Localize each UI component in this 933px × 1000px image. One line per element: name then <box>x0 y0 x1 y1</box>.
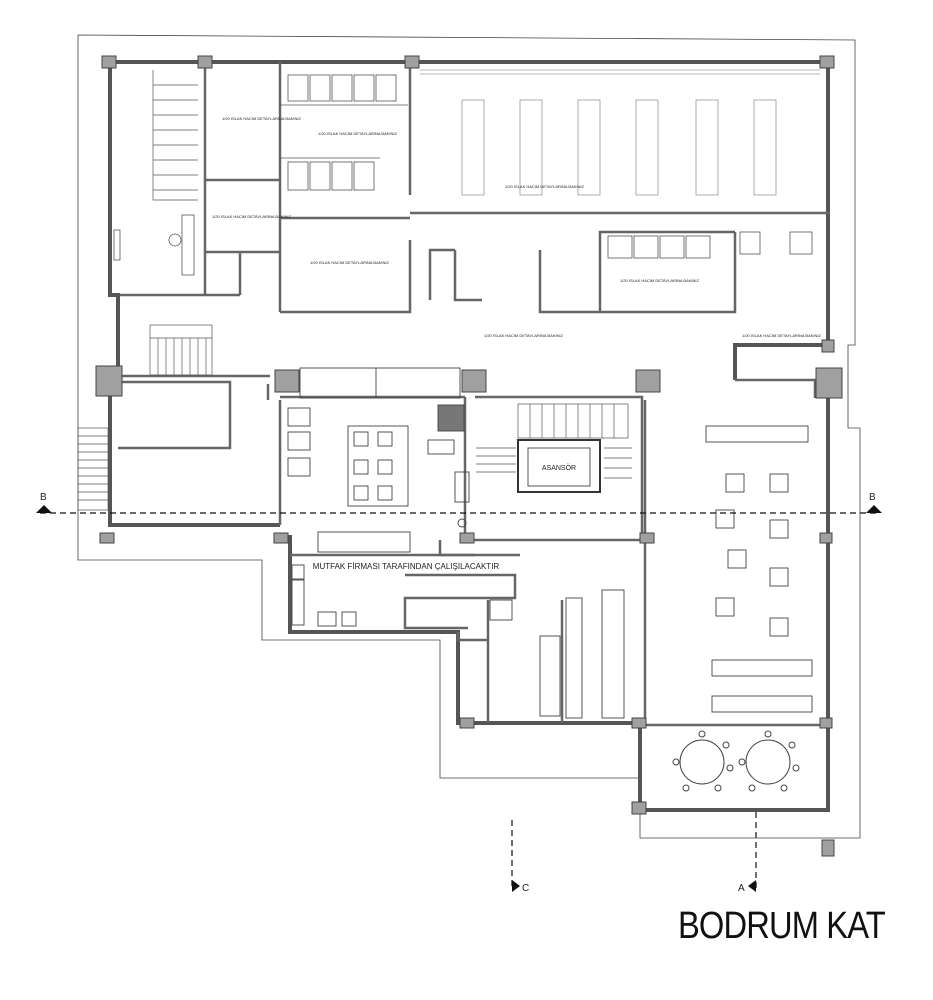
detail-note: 1/20 ISLAK HACIM DETAYLARINA BAKINIZ <box>742 333 822 338</box>
kitchen-equipment <box>287 367 625 719</box>
section-mark-a: A <box>738 883 745 894</box>
section-line-c: C <box>511 820 529 894</box>
dining-tables-round <box>672 730 800 792</box>
elevator: ASANSÖR <box>517 439 601 493</box>
floor-title: BODRUM KAT <box>678 905 886 947</box>
detail-note: 1/20 ISLAK HACIM DETAYLARINA BAKINIZ <box>620 278 700 283</box>
section-line-a: A <box>738 812 757 894</box>
office-furniture <box>113 214 195 276</box>
inner-walls <box>118 62 830 727</box>
outer-walls <box>108 60 830 812</box>
detail-note: 1/20 ISLAK HACIM DETAYLARINA BAKINIZ <box>484 333 564 338</box>
dining-tables-square <box>705 425 813 713</box>
stair-upper-left <box>152 70 198 201</box>
section-mark-b-left: B <box>40 492 47 503</box>
detail-note: 1/20 ISLAK HACIM DETAYLARINA BAKINIZ <box>505 184 585 189</box>
section-line-b: B B <box>36 492 882 514</box>
detail-note: 1/20 ISLAK HACIM DETAYLARINA BAKINIZ <box>310 260 390 265</box>
wc-stalls-top <box>280 74 813 259</box>
detail-note: 1/20 ISLAK HACIM DETAYLARINA BAKINIZ <box>222 116 302 121</box>
section-mark-b-right: B <box>869 492 876 503</box>
kitchen-note: MUTFAK FİRMASI TARAFINDAN ÇALIŞILACAKTIR <box>313 562 500 571</box>
storage-racks <box>420 69 820 196</box>
structural-columns <box>95 55 843 857</box>
external-stair-left <box>77 427 109 511</box>
detail-notes: 1/20 ISLAK HACIM DETAYLARINA BAKINIZ 1/2… <box>212 116 822 338</box>
detail-note: 1/20 ISLAK HACIM DETAYLARINA BAKINIZ <box>212 214 292 219</box>
stair-mid-left <box>149 324 213 376</box>
section-mark-c: C <box>522 883 529 894</box>
core-stair <box>476 403 632 479</box>
detail-note: 1/20 ISLAK HACIM DETAYLARINA BAKINIZ <box>318 131 398 136</box>
site-boundary <box>77 34 861 839</box>
elevator-label: ASANSÖR <box>542 464 576 472</box>
